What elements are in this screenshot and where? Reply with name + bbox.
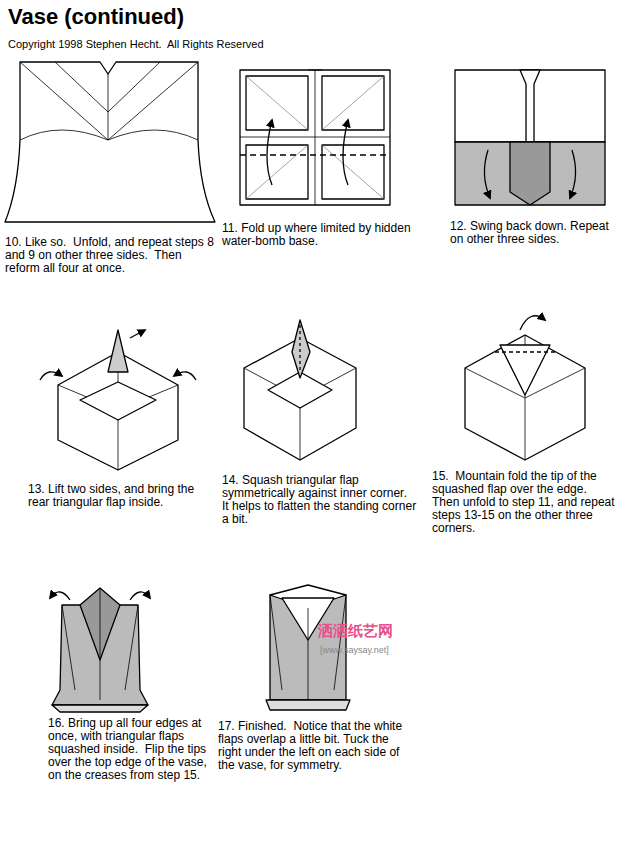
step-caption: 15. Mountain fold the tip of the squashe… <box>432 470 615 535</box>
step-caption: 11. Fold up where limited by hidden wate… <box>222 222 412 248</box>
step-caption: 12. Swing back down. Repeat on other thr… <box>450 220 615 246</box>
step-caption: 14. Squash triangular flap symmetrically… <box>222 474 417 526</box>
watermark: 洒洒纸艺网 <box>318 622 438 639</box>
step-caption: 16. Bring up all four edges at once, wit… <box>48 717 218 782</box>
step-caption: 13. Lift two sides, and bring the rear t… <box>28 483 213 509</box>
page-title: Vase (continued) <box>8 4 408 29</box>
watermark-url: [www.saysay.net] <box>320 645 440 655</box>
step-caption: 17. Finished. Notice that the white flap… <box>218 720 413 772</box>
step-caption: 10. Like so. Unfold, and repeat steps 8 … <box>5 236 215 275</box>
copyright-note: Copyright 1998 Stephen Hecht. All Rights… <box>8 38 368 50</box>
